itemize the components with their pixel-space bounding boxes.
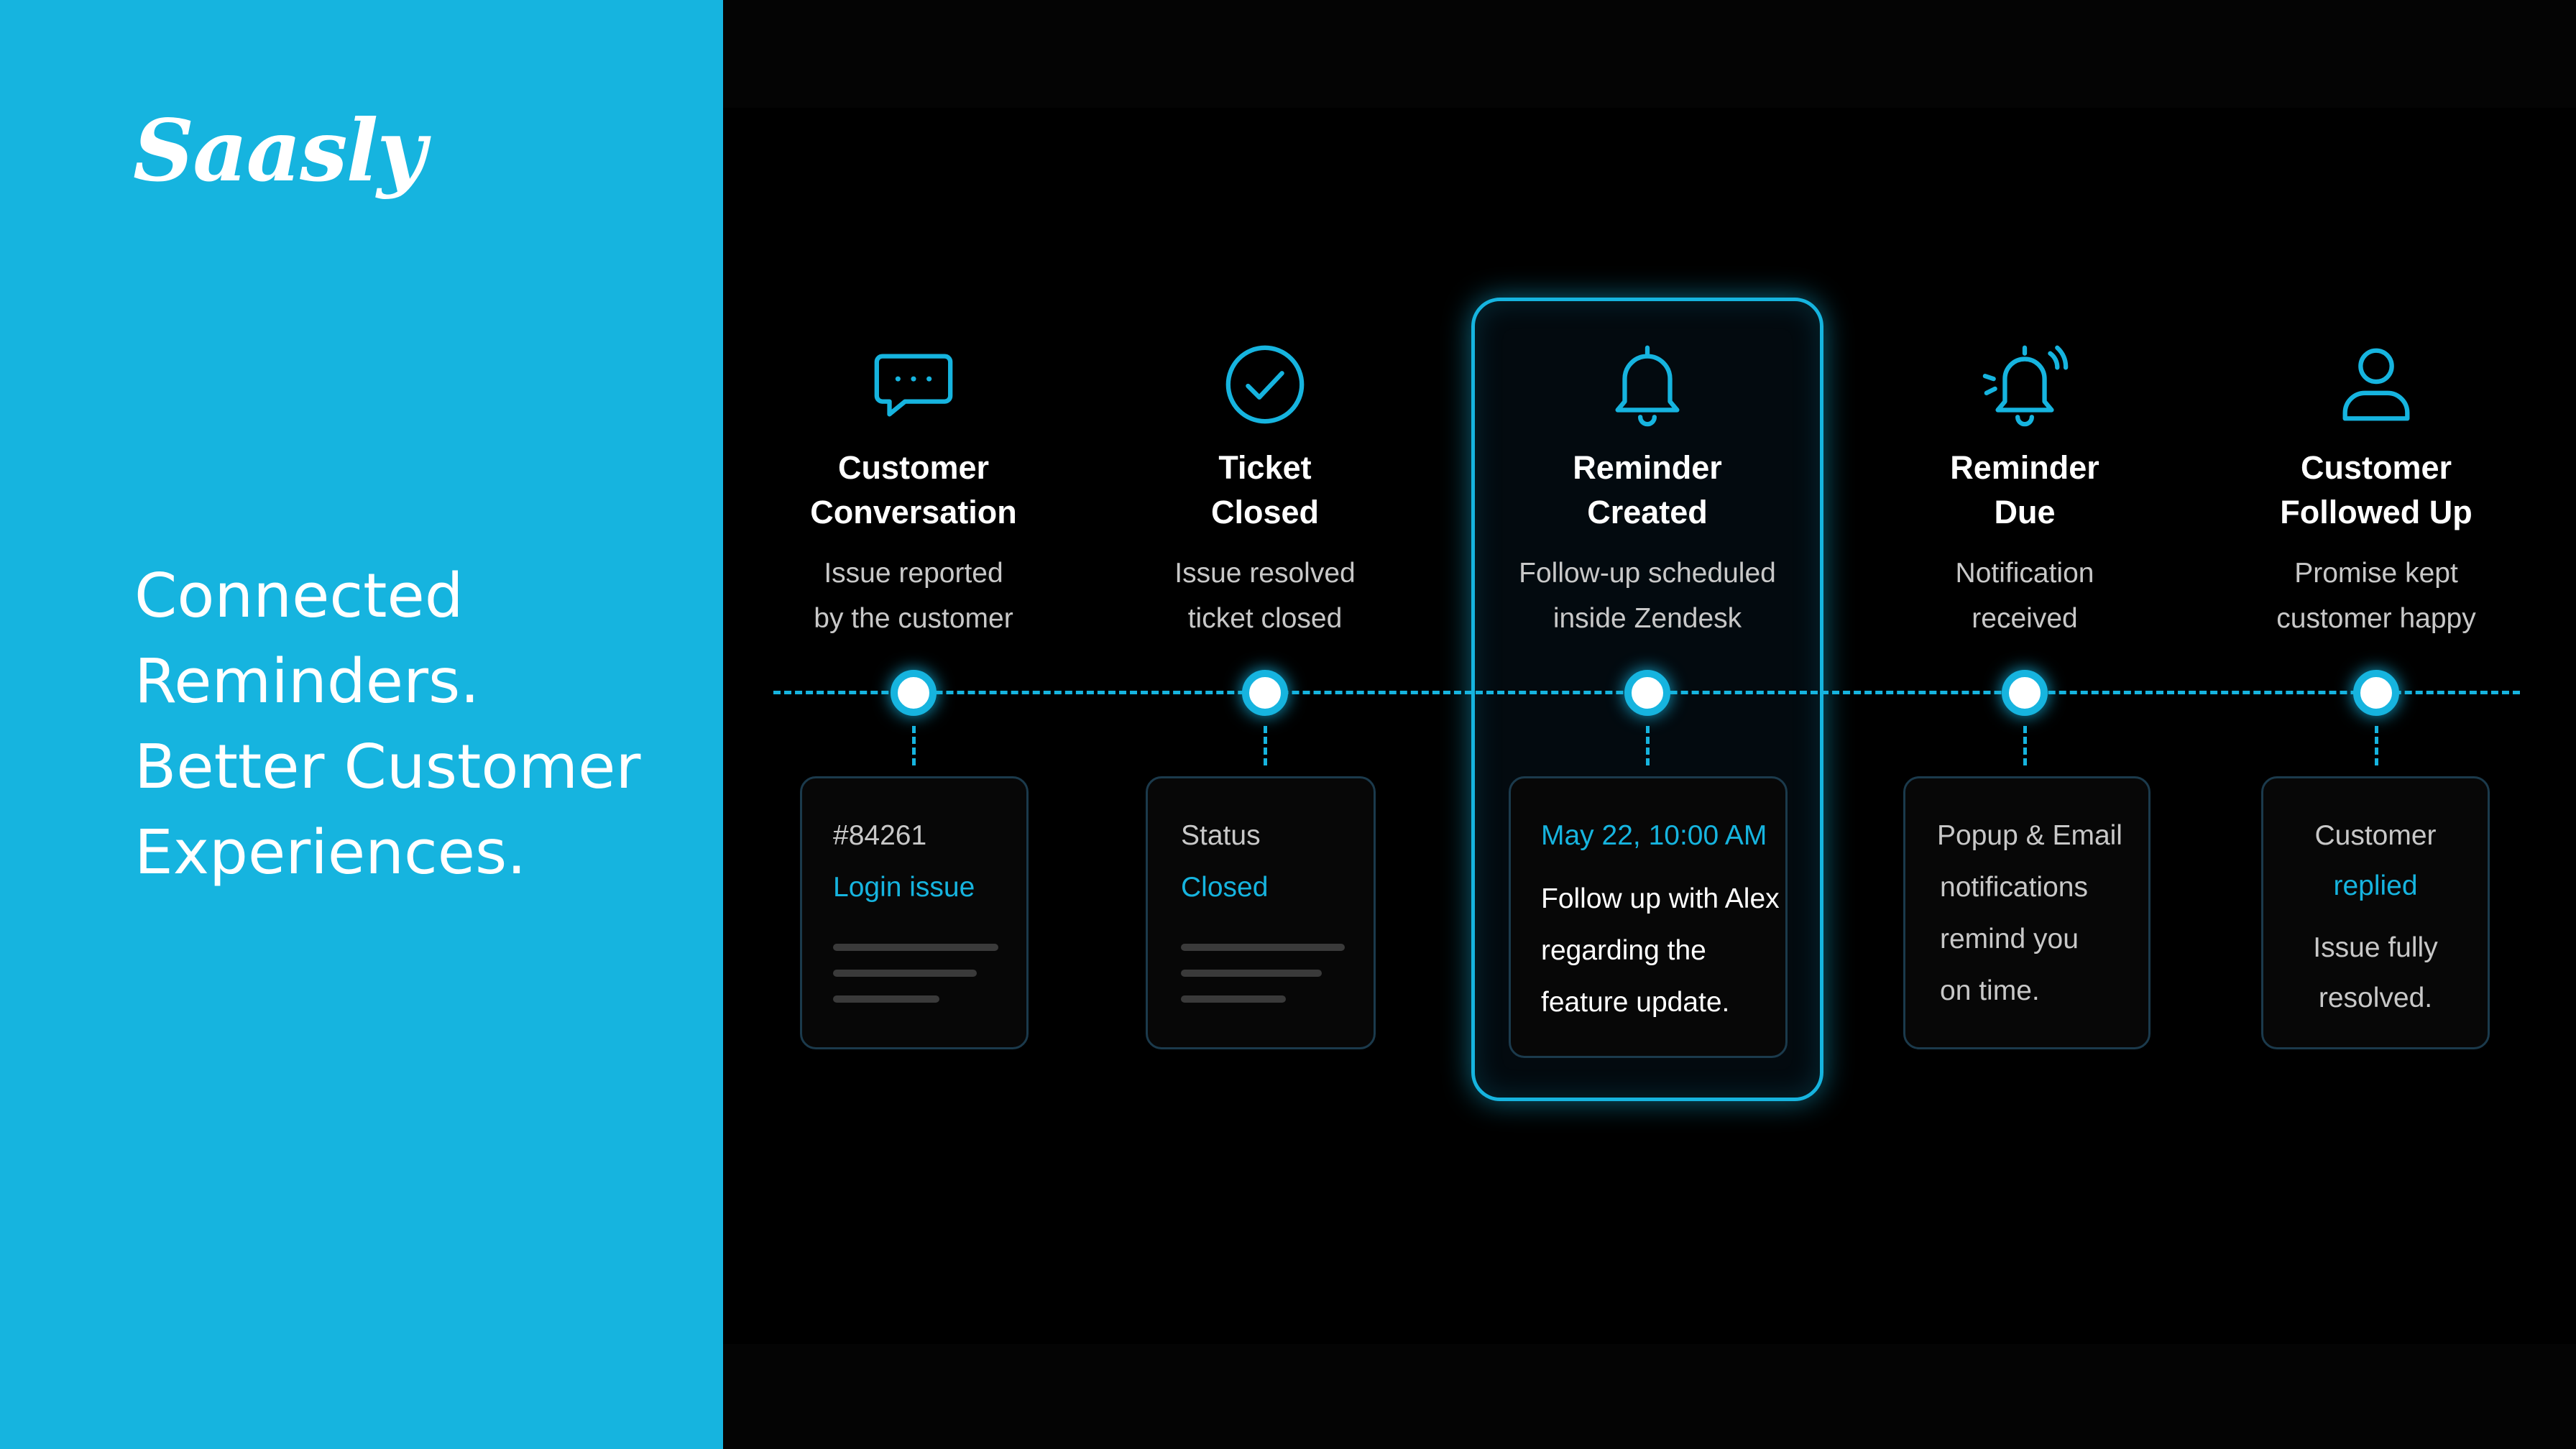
headline-line: Experiences. [134, 817, 527, 888]
timeline-node [1242, 670, 1288, 716]
notification-text-line: notifications [1940, 872, 2088, 903]
followup-text-line: resolved. [2318, 983, 2433, 1013]
headline-line: Connected [134, 561, 464, 632]
reminder-note-line: regarding the [1541, 935, 1706, 966]
step-title-line: Closed [1210, 494, 1320, 530]
timeline-connector [912, 726, 916, 765]
step-title: Reminder Created [1475, 446, 1820, 535]
step-description: Issue reported by the customer [741, 551, 1086, 641]
left-panel: Saasly Connected Reminders. Better Custo… [0, 0, 723, 1449]
step-description-line: Notification [1955, 558, 2094, 589]
headline: Connected Reminders. Better Customer Exp… [134, 553, 640, 896]
timeline-step-customer-conversation: Customer Conversation Issue reported by … [741, 0, 1086, 1449]
step-description-line: Issue resolved [1174, 558, 1356, 589]
step-card-customer-followed-up: Customer replied Issue fully resolved. [2261, 776, 2490, 1049]
step-description-line: Follow-up scheduled [1519, 558, 1776, 589]
timeline-connector [1264, 726, 1267, 765]
step-title-line: Conversation [810, 494, 1017, 530]
timeline-step-reminder-created: Reminder Created Follow-up scheduled ins… [1475, 0, 1820, 1449]
step-card-reminder-due: Popup & Email notifications remind you o… [1903, 776, 2150, 1049]
step-title: Customer Followed Up [2204, 446, 2549, 535]
timeline-node [2353, 670, 2399, 716]
step-card-reminder-created: May 22, 10:00 AM Follow up with Alex reg… [1509, 776, 1788, 1058]
reminder-note-line: Follow up with Alex [1541, 883, 1780, 914]
step-description: Follow-up scheduled inside Zendesk [1475, 551, 1820, 641]
notification-text-line: Popup & Email [1937, 820, 2122, 851]
user-icon [2331, 339, 2421, 430]
placeholder-bar [833, 995, 939, 1003]
step-description-line: by the customer [814, 603, 1013, 634]
step-description-line: inside Zendesk [1552, 603, 1742, 634]
placeholder-bar [833, 970, 977, 977]
timeline-connector [1646, 726, 1650, 765]
step-title-line: Reminder [1573, 449, 1722, 486]
placeholder-bar [1181, 970, 1322, 977]
reminder-datetime: May 22, 10:00 AM [1541, 820, 1767, 851]
step-description-line: Issue reported [824, 558, 1003, 589]
step-title: Ticket Closed [1092, 446, 1438, 535]
step-description: Promise kept customer happy [2204, 551, 2549, 641]
notification-text-line: remind you [1940, 924, 2079, 954]
step-title-line: Followed Up [2280, 494, 2472, 530]
placeholder-bar [1181, 995, 1286, 1003]
ticket-number: #84261 [833, 820, 927, 851]
bell-icon [1602, 339, 1693, 430]
timeline-area [723, 108, 2576, 1344]
placeholder-bar [1181, 944, 1345, 951]
check-circle-icon [1220, 339, 1310, 430]
step-title: Reminder Due [1852, 446, 2197, 535]
step-description: Notification received [1852, 551, 2197, 641]
brand-logo: Saasly [133, 101, 426, 201]
step-card-ticket-closed: Status Closed [1146, 776, 1376, 1049]
headline-line: Reminders. [134, 646, 480, 717]
step-title-line: Reminder [1950, 449, 2099, 486]
followup-text-line: Customer [2314, 820, 2437, 851]
notification-text-line: on time. [1940, 975, 2040, 1006]
timeline-connector [2375, 726, 2378, 765]
timeline-node [2002, 670, 2048, 716]
step-title-line: Customer [2300, 449, 2452, 486]
reminder-note-line: feature update. [1541, 987, 1730, 1018]
chat-bubble-icon [868, 339, 959, 430]
timeline-step-ticket-closed: Ticket Closed Issue resolved ticket clos… [1092, 0, 1438, 1449]
status-value: Closed [1181, 872, 1269, 903]
timeline-step-customer-followed-up: Customer Followed Up Promise kept custom… [2204, 0, 2549, 1449]
step-title-line: Ticket [1218, 449, 1312, 486]
status-label: Status [1181, 820, 1261, 851]
step-description-line: customer happy [2276, 603, 2476, 634]
step-description-line: Promise kept [2294, 558, 2458, 589]
step-card-customer-conversation: #84261 Login issue [800, 776, 1029, 1049]
step-description: Issue resolved ticket closed [1092, 551, 1438, 641]
step-title: Customer Conversation [741, 446, 1086, 535]
step-title-line: Customer [837, 449, 990, 486]
timeline-node [1624, 670, 1670, 716]
step-title-line: Created [1587, 494, 1708, 530]
step-title-line: Due [1994, 494, 2056, 530]
ticket-subject: Login issue [833, 872, 975, 903]
followup-text-line: Issue fully [2313, 932, 2438, 963]
bell-ringing-icon [1979, 339, 2070, 430]
timeline-step-reminder-due: Reminder Due Notification received [1852, 0, 2197, 1449]
followup-status: replied [2333, 870, 2418, 901]
timeline-connector [2023, 726, 2027, 765]
timeline-node [891, 670, 937, 716]
step-description-line: ticket closed [1187, 603, 1343, 634]
placeholder-bar [833, 944, 998, 951]
step-description-line: received [1972, 603, 2078, 634]
headline-line: Better Customer [134, 732, 641, 803]
